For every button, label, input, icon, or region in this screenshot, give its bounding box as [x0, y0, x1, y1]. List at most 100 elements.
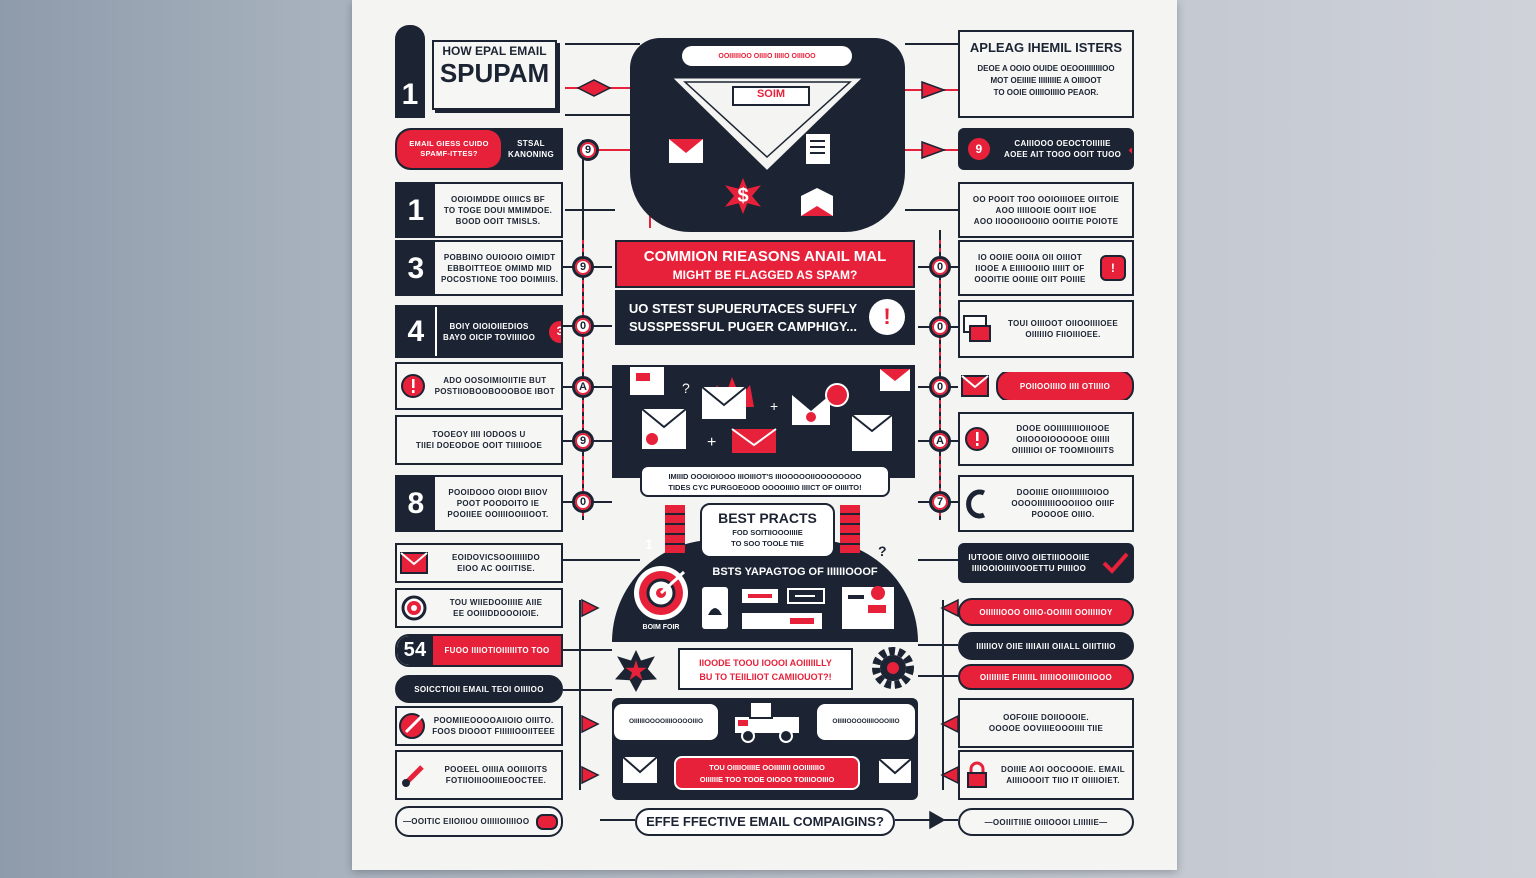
item-text-line: EIOO AC OOIITISE. [457, 564, 535, 573]
lock-icon [960, 752, 994, 798]
step-number-badge: 54 [397, 636, 433, 665]
item-text-line: OIIOOOIOOOOOE OIIIII [1016, 434, 1110, 444]
item-text-line: POOIDOOO OIODI BIIOV [448, 488, 548, 497]
item-text-line: OIIIIIIIE FIIIIIIL IIIIIIOOIIIIOIIIOOO [979, 672, 1113, 682]
svg-text:+: + [770, 398, 778, 414]
target-icon [634, 566, 688, 620]
item-text-line: POBBINO OUIOOIO OIMIDT [443, 252, 556, 262]
callout-line: IIOODE TOOU IOOOI AOIIIIILLY [699, 658, 832, 668]
red-blocks-right [840, 505, 860, 555]
left-item: TOOEOY IIII IODOOS U TIIEI DOEODOE OOIT T… [395, 415, 563, 465]
document-icon [806, 134, 830, 164]
alert-circle-icon [960, 414, 994, 464]
left-item: 54 FUOO IIIIOTIOIIIIIITO TOO [395, 634, 563, 667]
item-text-line: AOEE AIT TOOO OOIT TUOO [1004, 150, 1122, 159]
item-text-line: CAIIIOOO OEOCTOIIIIIE [1014, 139, 1111, 148]
tools-icons [702, 586, 894, 629]
left-item: POOMIIEOOOOAIIOIO OIIITO.FOOS DIOOOT FII… [395, 706, 563, 746]
envelope-icon [958, 372, 992, 400]
alert-badge: ! [869, 299, 905, 335]
item-text-line: TOOEOY IIII IODOOS U [432, 430, 526, 439]
item-text-line: OO POOIT TOO OOIOIIIOEE OIITOIE [972, 194, 1120, 204]
step-number-badge: 8 [397, 477, 435, 530]
tag-icon [535, 808, 561, 835]
item-text-line: POOIIEE OOIIIIOOIIIOOT. [447, 510, 549, 519]
envelope-banner: OOIIIIIIOO OIIIIO IIIIIO OIIIIOO [682, 46, 852, 66]
delivery-pill-left: OIIIIIIOOOOIIIIOOOOIIIO [614, 704, 718, 740]
question-mark: ? [878, 543, 887, 559]
red-blocks-left [665, 505, 685, 555]
item-text-line: POOT POODOITO IE [456, 499, 540, 508]
item-text-line: FUOO IIIIOTIOIIIIIITO TOO [444, 646, 550, 655]
item-text-line: OIIIIIIOOO OIIIO-OOIIIII OOIIIIIOY [979, 607, 1113, 617]
step-number-badge: 3 [397, 242, 435, 294]
item-text-line: FOTIIOIIIOOIIIEOOCTEE. [445, 776, 547, 785]
item-text-line: IIIIOOIOIIIIVOOETTU PIIIIOO [971, 564, 1087, 573]
item-text-line: AOO IIOOOIIOOIIO OOIITIE POIOTE [973, 216, 1119, 226]
envelope-stack-icon [960, 302, 994, 356]
delivery-red-line: TOU OIIIIOIIIIE OOIIIIIIII OOIIIIIIIO [709, 763, 825, 772]
header-number-badge: 1 [395, 25, 425, 118]
subhead-line: UO STEST SUPUERUTACES SUFFLY [628, 301, 858, 316]
spine-node: A [572, 376, 594, 398]
item-text-line: IIOOE A EIIIIOOIIO IIIIIT OF [975, 263, 1085, 273]
item-text-line: EE OOIIIDDOOOIOIE. [453, 609, 539, 618]
gear-icon [872, 647, 914, 689]
spine-node: 0 [572, 491, 594, 513]
spam-stamp: SOIM [732, 86, 810, 106]
item-text-line: KANONING [508, 150, 554, 159]
spine-node: 9 [572, 256, 594, 278]
item-text-line: BAYO OICIP TOVIIIIOO [443, 332, 536, 342]
note-line: IMIIID OOOIOIOOO IIIOIIIOT'S IIIOOOOOIIO… [668, 472, 862, 481]
subhead-line: SUSSPESSFUL PUGER CAMPHIGY... [628, 319, 858, 334]
spine-node: 0 [929, 256, 951, 278]
item-text-line: POOOOE OIIIO. [1031, 510, 1095, 519]
callout-box: IIOODE TOOU IOOOI AOIIIIILLY BU TO TEIIL… [678, 648, 853, 690]
item-text-line: STSAL [517, 139, 545, 148]
item-text-line: TIIEI DOEODOE OOIT TIIIIIOOE [415, 441, 543, 450]
header-title-small: HOW EPAL EMAIL [442, 44, 547, 58]
item-text-line: SOICCTIOII EMAIL TEOI OIIIIOO [414, 684, 544, 694]
footer-title-pill: EFFE FFECTIVE EMAIL COMPAIGINS? [635, 808, 895, 836]
right-item: OIIIIIIIE FIIIIIIL IIIIIIOOIIIIOIIIOOO [958, 664, 1134, 690]
right-item: —OOIIITIIIE OIIIOOOI LIIIIIIE— [958, 808, 1134, 836]
envelope-icon [878, 758, 912, 783]
envelope-icon [801, 188, 833, 216]
target-caption: BOIM FOIR [642, 624, 680, 631]
email-icons-panel: ++? 2 [612, 365, 915, 478]
best-practices-title: BEST PRACTS [718, 510, 817, 526]
item-text-line: POSTIIOBOOBOOOBOE IBOT [434, 387, 555, 396]
right-item: IIIIIIOV OIIE IIIIAIII OIIALL OIIITIIIO [958, 632, 1134, 660]
item-text-line: BOOD OOIT TMISLS. [455, 216, 541, 226]
note-line: TIDES CYC PURGOEOOD OOOOIIIIO IIIICT OF … [668, 483, 862, 492]
spine-node: 0 [929, 376, 951, 398]
item-text-line: OOOITIE OOIIIE OIIT POIIIE [974, 274, 1086, 284]
left-item: EMAIL GIESS CUIDO SPAMF-ITTES? STSAL KANON… [395, 128, 563, 170]
red-label-pill: EMAIL GIESS CUIDO SPAMF-ITTES? [397, 130, 501, 168]
step-number-badge: 4 [397, 307, 437, 356]
spine-node: 0 [572, 315, 594, 337]
svg-text:+: + [707, 434, 716, 451]
item-text-line: —OOITIC EIIOIIOU OIIIIIOIIIIOO [403, 817, 530, 826]
email-icons-cluster: ++? [630, 367, 910, 453]
item-text-line: TOUI OIIIOOT OIIOOIIIIOEE [1007, 319, 1119, 328]
item-text-line: EBBOITTEOE OMIMD MID [447, 263, 552, 273]
item-text-line: —OOIIITIIIE OIIIOOOI LIIIIIIE— [984, 817, 1108, 827]
right-item: OOFOIIE DOIIOOOIE.OOOOE OOVIIIEOOOIIII T… [958, 698, 1134, 748]
right-header-box: APLEAG IHEMIL ISTERS DEOE A OOIO OUIDE O… [958, 30, 1134, 118]
spine-node: 9 [572, 430, 594, 452]
header-title-big: SPUPAM [439, 58, 550, 88]
item-text-line: FOOS DIOOOT FIIIIIIOOIITEEE [432, 727, 555, 736]
envelope-icon [622, 756, 658, 783]
